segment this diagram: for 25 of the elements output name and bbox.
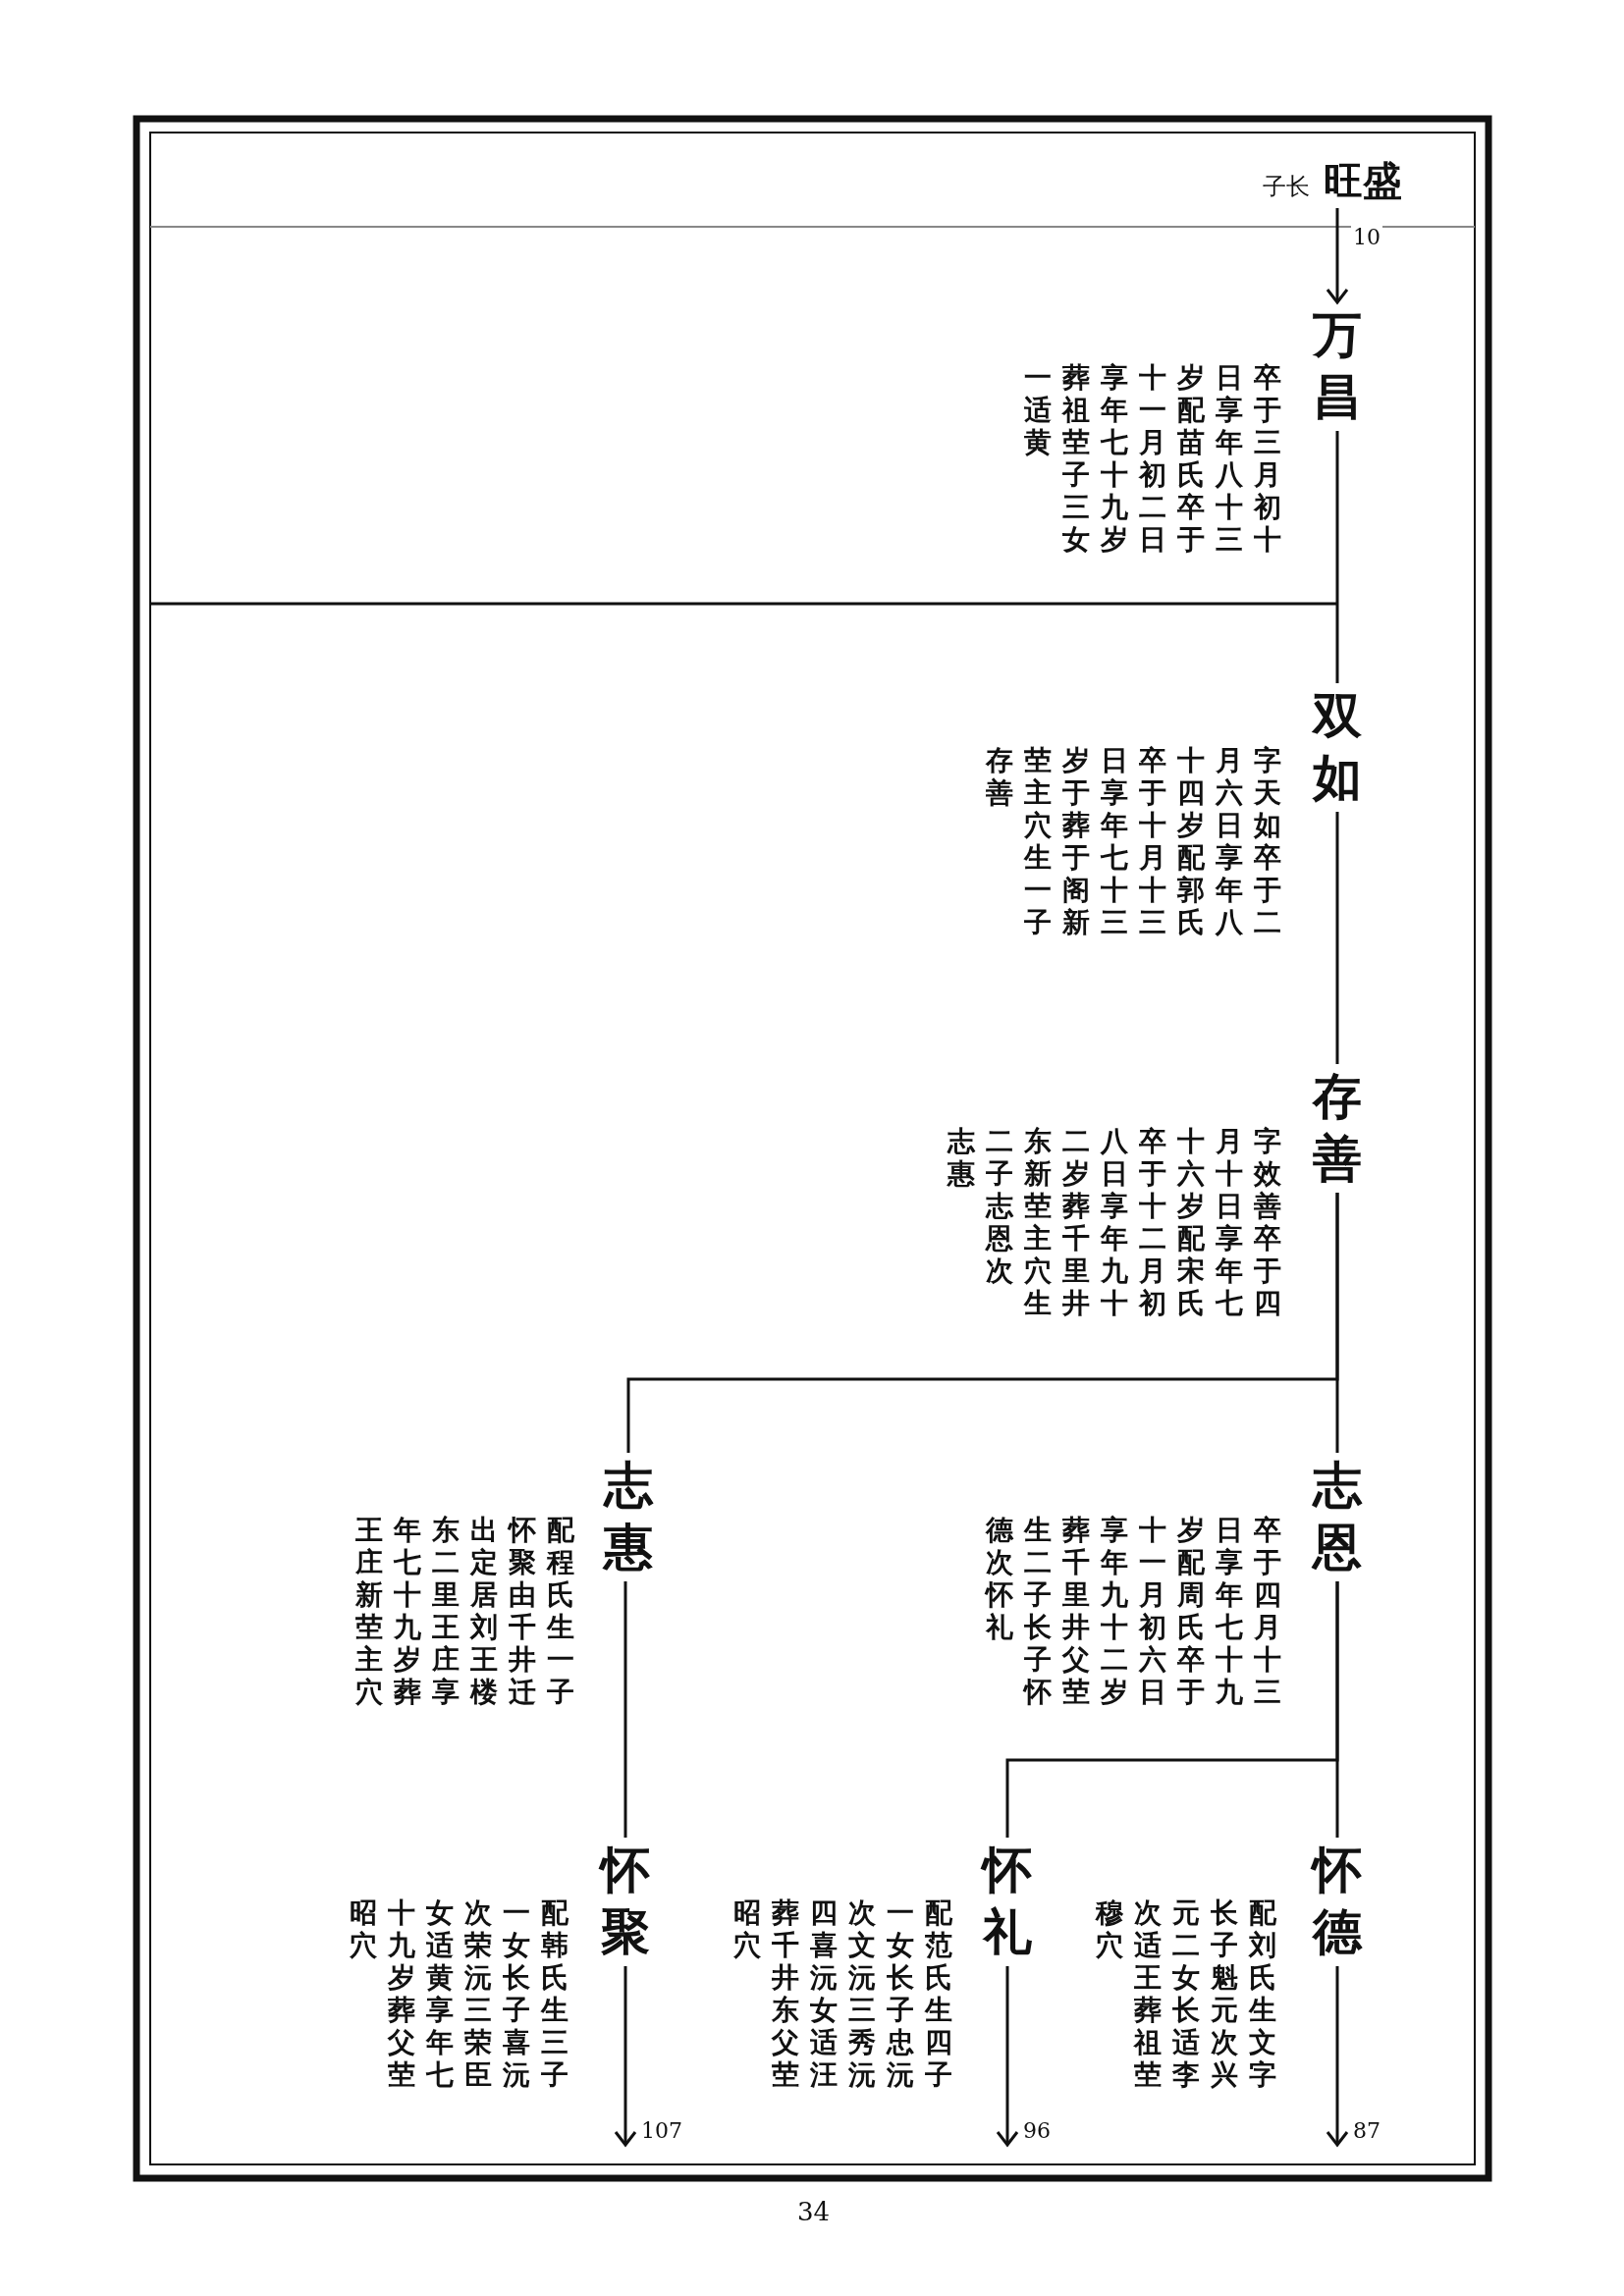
person-name: 存善: [1313, 1066, 1362, 1189]
connector-line: [1335, 431, 1339, 683]
person-name: 万昌: [1313, 304, 1362, 427]
biography-text: 配程氏生一子怀聚由千井迁出定居刘王楼东二里王庄享年七十九岁葬王庄新茔主穴: [355, 1514, 574, 1710]
biography-text: 字效善卒于四月十日享年七十六岁配宋氏卒于十二月初八日享年九十二岁葬千里井东新茔主穴生二子志恩次志惠: [947, 1125, 1281, 1321]
connector-line: [626, 1193, 1339, 1453]
person-name: 旺盛: [1324, 157, 1402, 204]
biography-text: 配刘氏生文字长子魁元次兴元二女长适李次适王葬祖茔穆穴: [1096, 1896, 1276, 2093]
biography-text: 配范氏生四子一女长子忠沅次文沅三秀沅四喜沅女适汪葬千井东父茔昭穴: [733, 1896, 952, 2093]
biography-text: 配韩氏生三子一女长子喜沅次荣沅三荣臣女适黄享年七十九岁葬父茔昭穴: [350, 1896, 568, 2093]
person-name: 双如: [1313, 685, 1362, 808]
arrow: [614, 1966, 637, 2147]
rank-note: 子长: [1263, 172, 1310, 202]
biography-text: 卒于三月初十日享年八十三岁配苗氏卒于十一月初二日享年七十九岁葬祖茔子三女一适黄: [1024, 361, 1281, 558]
page-number: 34: [797, 2197, 831, 2226]
arrow: [1326, 208, 1349, 304]
arrow: [1326, 1966, 1349, 2147]
connector-line: [1335, 812, 1339, 1064]
biography-text: 字天如卒于二月六日享年八十四岁配郭氏卒于十月十三日享年七十三岁于葬于阁新茔主穴生一子存善: [986, 744, 1281, 940]
arrow: [996, 1966, 1019, 2147]
biography-text: 卒于四月十三日享年七十九岁配周氏卒于十一月初六日享年九十二岁葬千里井父茔生二子长子怀德次怀礼: [986, 1514, 1281, 1710]
person-name: 志恩: [1313, 1455, 1362, 1577]
connector-line: [623, 1581, 627, 1838]
person-name: 志惠: [604, 1455, 653, 1577]
connector-line: [1005, 1581, 1339, 1838]
